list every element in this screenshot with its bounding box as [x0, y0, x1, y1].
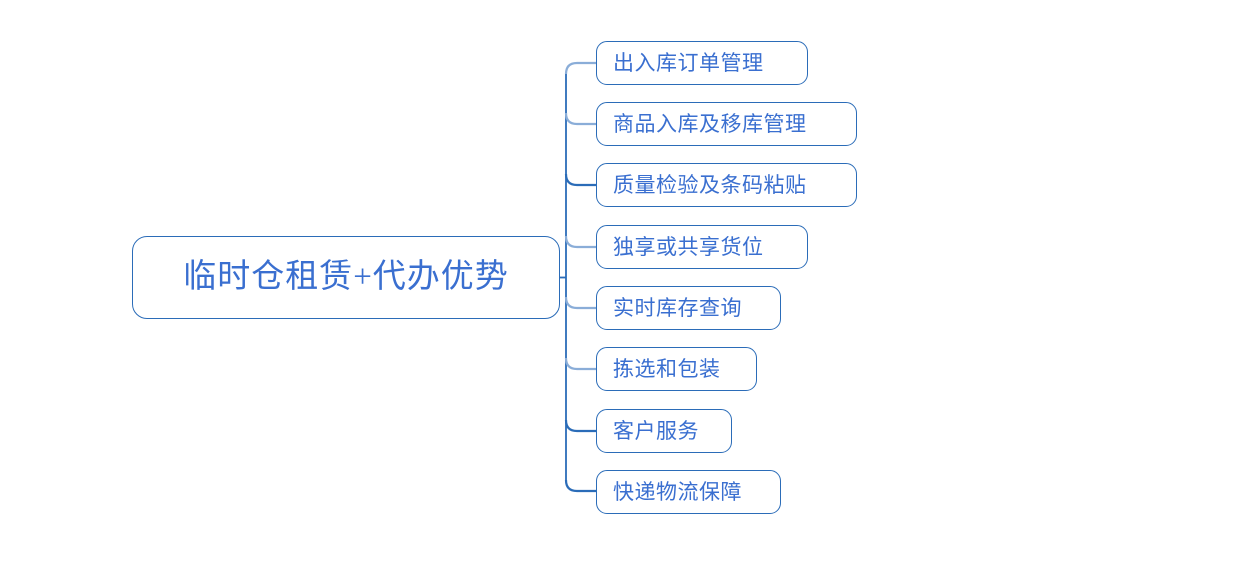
- child-node-label: 质量检验及条码粘贴: [613, 172, 807, 197]
- child-node-7[interactable]: 客户服务: [596, 409, 732, 453]
- connector-branch-5: [564, 357, 596, 371]
- child-node-label: 拣选和包装: [613, 356, 721, 381]
- connector-branch-2: [564, 173, 596, 187]
- child-node-4[interactable]: 独享或共享货位: [596, 225, 808, 269]
- child-node-2[interactable]: 商品入库及移库管理: [596, 102, 857, 146]
- connector-branch-0: [564, 61, 596, 75]
- child-node-label: 独享或共享货位: [613, 234, 764, 259]
- connector-branch-4: [564, 296, 596, 310]
- connector-branch-3: [564, 235, 596, 249]
- connector-branch-1: [564, 112, 596, 126]
- child-node-8[interactable]: 快递物流保障: [596, 470, 781, 514]
- connector-branch-7: [564, 479, 596, 493]
- child-node-1[interactable]: 出入库订单管理: [596, 41, 808, 85]
- child-node-5[interactable]: 实时库存查询: [596, 286, 781, 330]
- child-node-3[interactable]: 质量检验及条码粘贴: [596, 163, 857, 207]
- child-node-label: 出入库订单管理: [613, 50, 764, 75]
- child-node-label: 实时库存查询: [613, 295, 742, 320]
- child-node-label: 快递物流保障: [613, 479, 742, 504]
- child-node-label: 商品入库及移库管理: [613, 111, 807, 136]
- child-node-6[interactable]: 拣选和包装: [596, 347, 757, 391]
- child-node-label: 客户服务: [613, 418, 699, 443]
- root-node-label: 临时仓租赁+代办优势: [183, 259, 509, 295]
- connector-branch-6: [564, 419, 596, 433]
- root-node[interactable]: 临时仓租赁+代办优势: [132, 236, 560, 319]
